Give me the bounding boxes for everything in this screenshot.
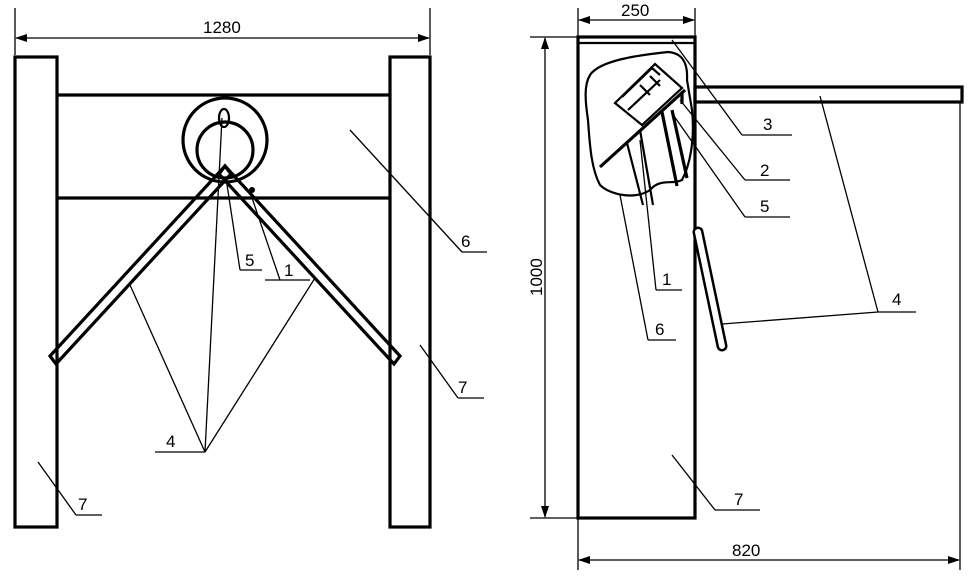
label-7-right: 7 — [458, 378, 467, 397]
label-1-side: 1 — [662, 270, 671, 289]
leader-6-side: 6 — [619, 194, 676, 341]
dimension-820: 820 — [577, 102, 961, 570]
right-post — [388, 55, 432, 529]
dimension-1000: 1000 — [527, 36, 578, 519]
height-dimension-label: 1000 — [527, 258, 546, 296]
label-1: 1 — [284, 261, 293, 280]
leader-3: 3 — [671, 39, 792, 136]
side-view: 250 1000 820 — [527, 1, 964, 570]
total-dimension-label: 820 — [732, 541, 760, 560]
width-dimension-label: 1280 — [203, 18, 241, 37]
leader-1-side: 1 — [639, 139, 682, 291]
label-6-side: 6 — [655, 320, 664, 339]
leader-6-front: 6 — [349, 129, 487, 253]
leader-5-front: 5 — [225, 177, 262, 271]
label-5: 5 — [245, 251, 254, 270]
dimension-250: 250 — [577, 1, 696, 37]
turnstile-body — [576, 35, 697, 520]
label-7-side: 7 — [734, 490, 743, 509]
left-post — [13, 55, 59, 529]
leader-1-front: 1 — [249, 191, 310, 281]
leader-5-side: 5 — [673, 115, 790, 218]
label-2: 2 — [760, 161, 769, 180]
dimension-1280: 1280 — [14, 8, 431, 55]
depth-dimension-label: 250 — [621, 1, 649, 20]
rotor-hub — [217, 107, 231, 129]
label-4-side: 4 — [892, 290, 901, 309]
mechanism — [598, 62, 689, 206]
label-4: 4 — [166, 432, 175, 451]
cutaway-section — [584, 50, 694, 197]
rotor-outer-circle — [181, 96, 269, 184]
leader-7-left: 7 — [37, 461, 102, 516]
barrier-arms-front — [47, 163, 403, 367]
leader-2: 2 — [679, 99, 790, 181]
label-6: 6 — [461, 232, 470, 251]
lowered-arm — [692, 226, 728, 352]
leader-4-front: 4 — [129, 117, 316, 453]
label-7-left: 7 — [78, 495, 87, 514]
leader-7-right: 7 — [419, 344, 484, 399]
leader-7-side: 7 — [671, 454, 760, 511]
rotor-inner-circle — [195, 120, 255, 180]
horizontal-arm — [693, 85, 964, 104]
leader-4-side: 4 — [721, 95, 916, 325]
label-5-side: 5 — [760, 197, 769, 216]
front-view: 1280 4 5 1 — [13, 8, 487, 529]
label-3: 3 — [763, 115, 772, 134]
